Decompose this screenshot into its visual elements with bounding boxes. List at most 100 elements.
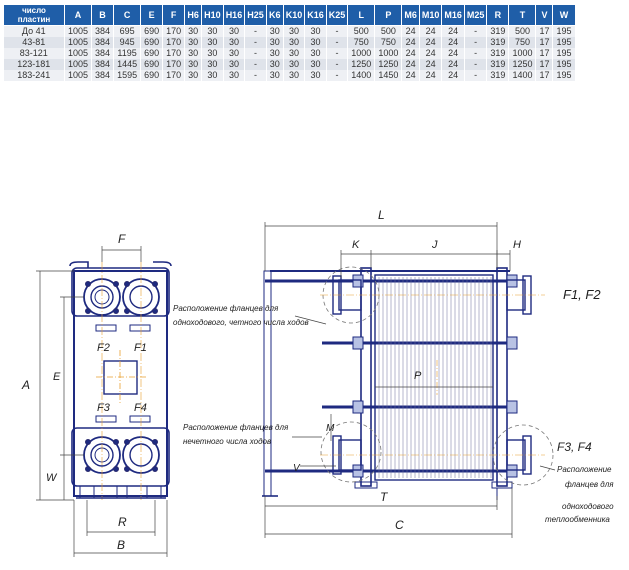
table-cell: 24 <box>419 37 443 48</box>
table-cell: 1450 <box>374 70 403 81</box>
table-cell: 24 <box>441 59 465 70</box>
table-cell: 24 <box>401 25 420 37</box>
table-cell: 30 <box>223 48 246 59</box>
dim-label-W: W <box>46 472 58 484</box>
dim-label-T: T <box>380 490 389 504</box>
table-cell: 195 <box>552 48 576 59</box>
col-header-h16: H16 <box>222 4 246 26</box>
col-header-f: F <box>162 4 186 26</box>
note-single-line3: одноходового <box>562 502 614 511</box>
table-cell: 384 <box>91 70 115 81</box>
table-cell: 690 <box>140 70 164 81</box>
col-header-e: E <box>140 4 164 26</box>
table-cell: 1195 <box>113 48 142 59</box>
table-cell: 384 <box>91 37 115 48</box>
table-cell: 24 <box>401 48 420 59</box>
table-cell: 1000 <box>508 48 537 59</box>
col-header-b: B <box>91 4 115 26</box>
table-cell: 30 <box>304 48 327 59</box>
table-cell: 319 <box>486 37 510 48</box>
dim-label-R: R <box>118 515 127 529</box>
table-cell: 319 <box>486 25 510 37</box>
table-cell: 30 <box>184 59 203 70</box>
table-cell: 945 <box>113 37 142 48</box>
table-cell: 30 <box>266 25 284 37</box>
table-cell: 30 <box>304 37 327 48</box>
table-cell: 30 <box>201 70 224 81</box>
table-cell: 30 <box>223 70 246 81</box>
table-cell: 170 <box>162 25 186 37</box>
note-odd-line2: нечетного числа ходов <box>183 437 271 446</box>
callout-F3-F4: F3, F4 <box>557 440 592 454</box>
table-cell: 30 <box>283 48 306 59</box>
dim-label-L: L <box>378 208 385 222</box>
table-cell: - <box>244 25 267 37</box>
table-cell: 30 <box>201 25 224 37</box>
table-cell: 195 <box>552 25 576 37</box>
table-cell: 1400 <box>508 70 537 81</box>
dim-label-C: C <box>395 518 404 532</box>
table-cell: 30 <box>283 70 306 81</box>
table-cell: 690 <box>140 48 164 59</box>
table-cell: 24 <box>419 25 443 37</box>
port-label-F1: F1 <box>134 342 147 354</box>
table-cell: 750 <box>374 37 403 48</box>
dim-label-M: M <box>326 423 335 434</box>
col-header-h10: H10 <box>201 4 224 26</box>
table-cell: 17 <box>535 59 554 70</box>
note-odd-line1: Расположение фланцев для <box>183 423 289 432</box>
col-header-m16: M16 <box>441 4 465 26</box>
table-cell: 24 <box>419 48 443 59</box>
dim-label-B: B <box>117 538 125 552</box>
table-cell: - <box>326 25 349 37</box>
table-cell: 319 <box>486 59 510 70</box>
table-cell: 690 <box>140 25 164 37</box>
dim-label-E: E <box>53 371 61 383</box>
table-cell: 24 <box>401 70 420 81</box>
dim-label-P: P <box>414 370 422 382</box>
table-cell: 500 <box>347 25 376 37</box>
front-view-dimensions <box>36 246 168 557</box>
table-cell: 30 <box>266 59 284 70</box>
table-cell: 750 <box>508 37 537 48</box>
front-view <box>69 261 172 500</box>
table-cell: - <box>326 59 349 70</box>
col-header-k6: K6 <box>265 4 284 26</box>
table-cell: 319 <box>486 70 510 81</box>
table-cell: 384 <box>91 25 115 37</box>
table-cell: 24 <box>419 70 443 81</box>
table-cell: 1005 <box>64 25 93 37</box>
table-cell: 695 <box>113 25 142 37</box>
table-cell: 1005 <box>64 48 93 59</box>
note-single-line1: Расположение <box>557 465 612 474</box>
table-cell: - <box>244 59 267 70</box>
table-cell: 17 <box>535 70 554 81</box>
table-cell: 30 <box>283 25 306 37</box>
note-single-line4: теплообменника <box>545 515 610 524</box>
table-cell: 1000 <box>374 48 403 59</box>
table-cell: 24 <box>401 59 420 70</box>
table-cell: - <box>464 59 488 70</box>
table-cell: 83-121 <box>3 48 65 59</box>
table-cell: 1250 <box>347 59 376 70</box>
table-cell: 170 <box>162 48 186 59</box>
table-cell: 30 <box>184 25 203 37</box>
table-cell: 17 <box>535 37 554 48</box>
table-cell: 24 <box>441 48 465 59</box>
table-cell: 500 <box>508 25 537 37</box>
table-cell: 30 <box>266 70 284 81</box>
col-header-h6: H6 <box>184 4 203 26</box>
table-cell: 195 <box>552 59 576 70</box>
table-cell: - <box>244 48 267 59</box>
col-header-plates: число пластин <box>3 4 65 26</box>
dim-label-A: A <box>21 378 30 392</box>
table-cell: 30 <box>266 37 284 48</box>
table-cell: 24 <box>401 37 420 48</box>
table-cell: 123-181 <box>3 59 65 70</box>
col-header-k10: K10 <box>282 4 306 26</box>
table-cell: 17 <box>535 48 554 59</box>
